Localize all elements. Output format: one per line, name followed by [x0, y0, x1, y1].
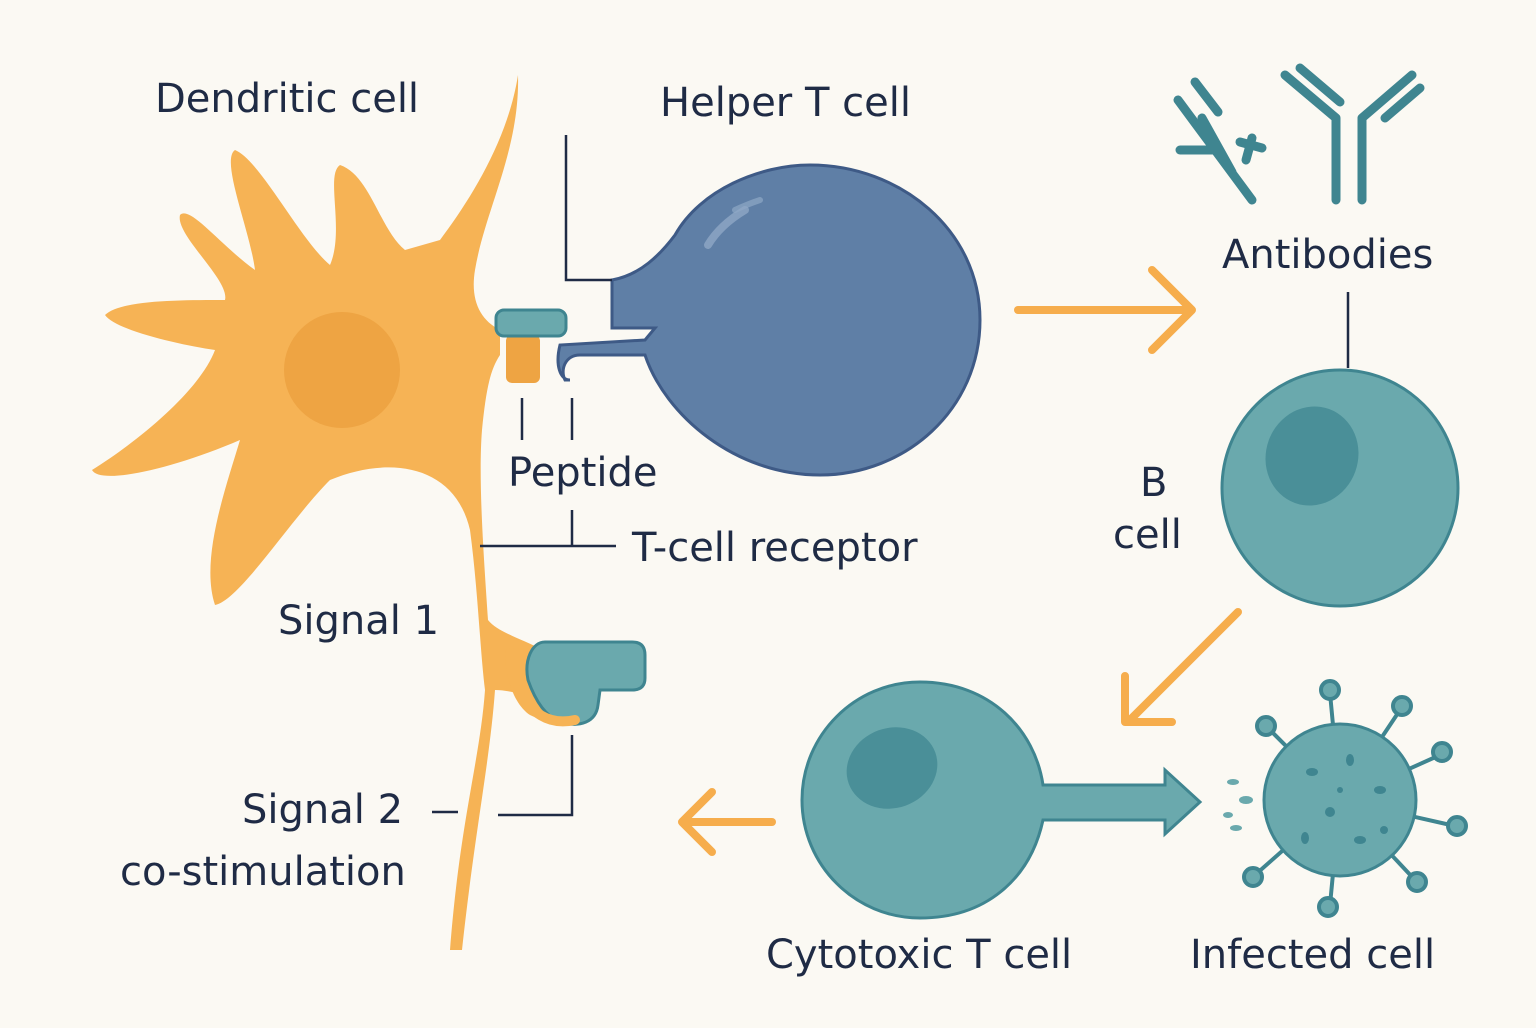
antibodies-label: Antibodies [1222, 232, 1433, 278]
co-stimulation-label: co-stimulation [120, 849, 406, 895]
dendritic-cell-body [92, 75, 560, 950]
peptide-label: Peptide [508, 450, 658, 496]
helper-t-cell [556, 163, 982, 477]
costim-receptor-body [525, 640, 647, 726]
infected-cell-particles [1301, 754, 1388, 844]
infected-cell-body [1262, 722, 1418, 878]
signal-1-label: Signal 1 [278, 598, 439, 644]
cell-debris [1223, 779, 1253, 831]
cytotoxic-t-cell-label: Cytotoxic T cell [766, 932, 1072, 978]
mhc-stub [506, 335, 540, 383]
b-cell-nucleus [1265, 406, 1359, 506]
dendritic-cell-nucleus [284, 312, 400, 428]
helper-t-cell-label: Helper T cell [660, 80, 911, 126]
mhc-peptide-complex [494, 308, 568, 338]
costim-fingers [515, 685, 580, 727]
helper-t-cell-body [556, 163, 982, 477]
arrow-to-cytotoxic [1121, 608, 1242, 726]
helper-t-cell-highlight [732, 197, 763, 213]
b-cell-label-line2: cell [1113, 512, 1182, 558]
costim-leader [498, 735, 574, 817]
signal-2-label: Signal 2 [242, 787, 403, 833]
helper-t-cell-highlight [704, 206, 749, 249]
b-cell [1220, 368, 1460, 608]
antibodies [1173, 63, 1425, 205]
infected-cell [1223, 679, 1468, 918]
b-cell-label-line1: B [1140, 460, 1167, 506]
labels: Dendritic cell Helper T cell Antibodies … [120, 76, 1435, 978]
arrow-left [678, 788, 776, 856]
antibody-y [1280, 63, 1425, 205]
dendritic-cell-label: Dendritic cell [155, 76, 419, 122]
leader-lines [432, 135, 1350, 817]
t-cell-receptor-label: T-cell receptor [631, 525, 918, 571]
helper-t-leader [564, 135, 612, 282]
cytotoxic-t-cell [800, 680, 1203, 920]
infected-cell-label: Infected cell [1190, 932, 1435, 978]
cytotoxic-t-cell-nucleus [846, 727, 938, 809]
costim-receptor [515, 640, 647, 727]
antibody-fragment [1173, 77, 1267, 205]
arrows [678, 266, 1242, 856]
arrow-to-antibodies [1014, 266, 1196, 354]
